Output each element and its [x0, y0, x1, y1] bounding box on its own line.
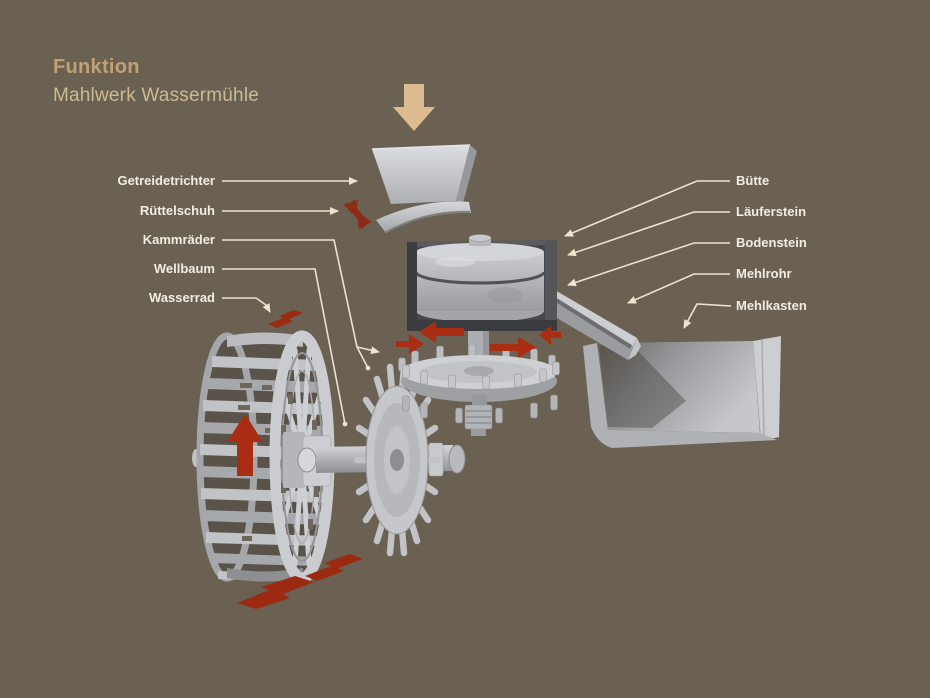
leader-buette — [564, 180, 730, 237]
rotation-arrow-right — [490, 337, 536, 358]
grain-hopper — [371, 144, 477, 204]
label-mehlkasten: Mehlkasten — [736, 298, 807, 313]
millstones — [414, 243, 546, 322]
stone-seam — [414, 271, 546, 285]
flour-box — [583, 336, 781, 448]
motion-arrows — [227, 199, 561, 609]
label-ruettelschuh: Rüttelschuh — [139, 203, 215, 218]
grain-input-arrow — [393, 84, 435, 131]
leader-lines — [222, 177, 732, 427]
shaking-shoe — [376, 201, 471, 233]
rotation-arrow-right-small — [396, 334, 424, 354]
label-getreidetrichter: Getreidetrichter — [117, 173, 215, 188]
label-mehlrohr: Mehlrohr — [736, 266, 792, 281]
label-buette: Bütte — [736, 173, 770, 188]
label-kammraeder: Kammräder — [142, 232, 215, 247]
flour-chute — [545, 289, 641, 360]
label-wellbaum: Wellbaum — [153, 261, 215, 276]
leader-bodenstein — [567, 242, 730, 287]
rotation-arrow-left — [419, 321, 464, 343]
water-flow-arrow — [268, 310, 303, 328]
label-wasserrad: Wasserrad — [149, 290, 215, 305]
leader-wasserrad — [222, 297, 271, 313]
leader-mehlkasten — [683, 303, 732, 329]
water-wheel — [192, 330, 335, 584]
leader-kammraeder — [222, 239, 358, 348]
wheel-rotation-arrow — [227, 414, 263, 476]
pin-gear — [353, 363, 441, 557]
foot-bearing — [464, 404, 493, 436]
page-title: Funktion — [53, 56, 140, 78]
rotation-arrow-left-small — [539, 326, 561, 345]
leader-kammraeder-branch — [356, 346, 371, 371]
water-flow-arrow — [237, 576, 314, 609]
leader-kammraeder-branch — [356, 346, 380, 355]
label-laeuferstein: Läuferstein — [736, 204, 807, 219]
leader-mehlrohr — [627, 273, 730, 304]
shake-arrow — [343, 199, 372, 230]
leader-laeuferstein — [567, 211, 730, 257]
feed-eye — [468, 234, 492, 242]
page-subtitle: Mahlwerk Wassermühle — [53, 85, 260, 106]
millstone-housing — [407, 234, 557, 331]
wheel-hub — [297, 447, 317, 473]
leader-wellbaum — [222, 268, 348, 427]
crown-gear — [398, 320, 560, 436]
water-flow-arrow — [305, 554, 363, 581]
label-bodenstein: Bodenstein — [736, 235, 807, 250]
